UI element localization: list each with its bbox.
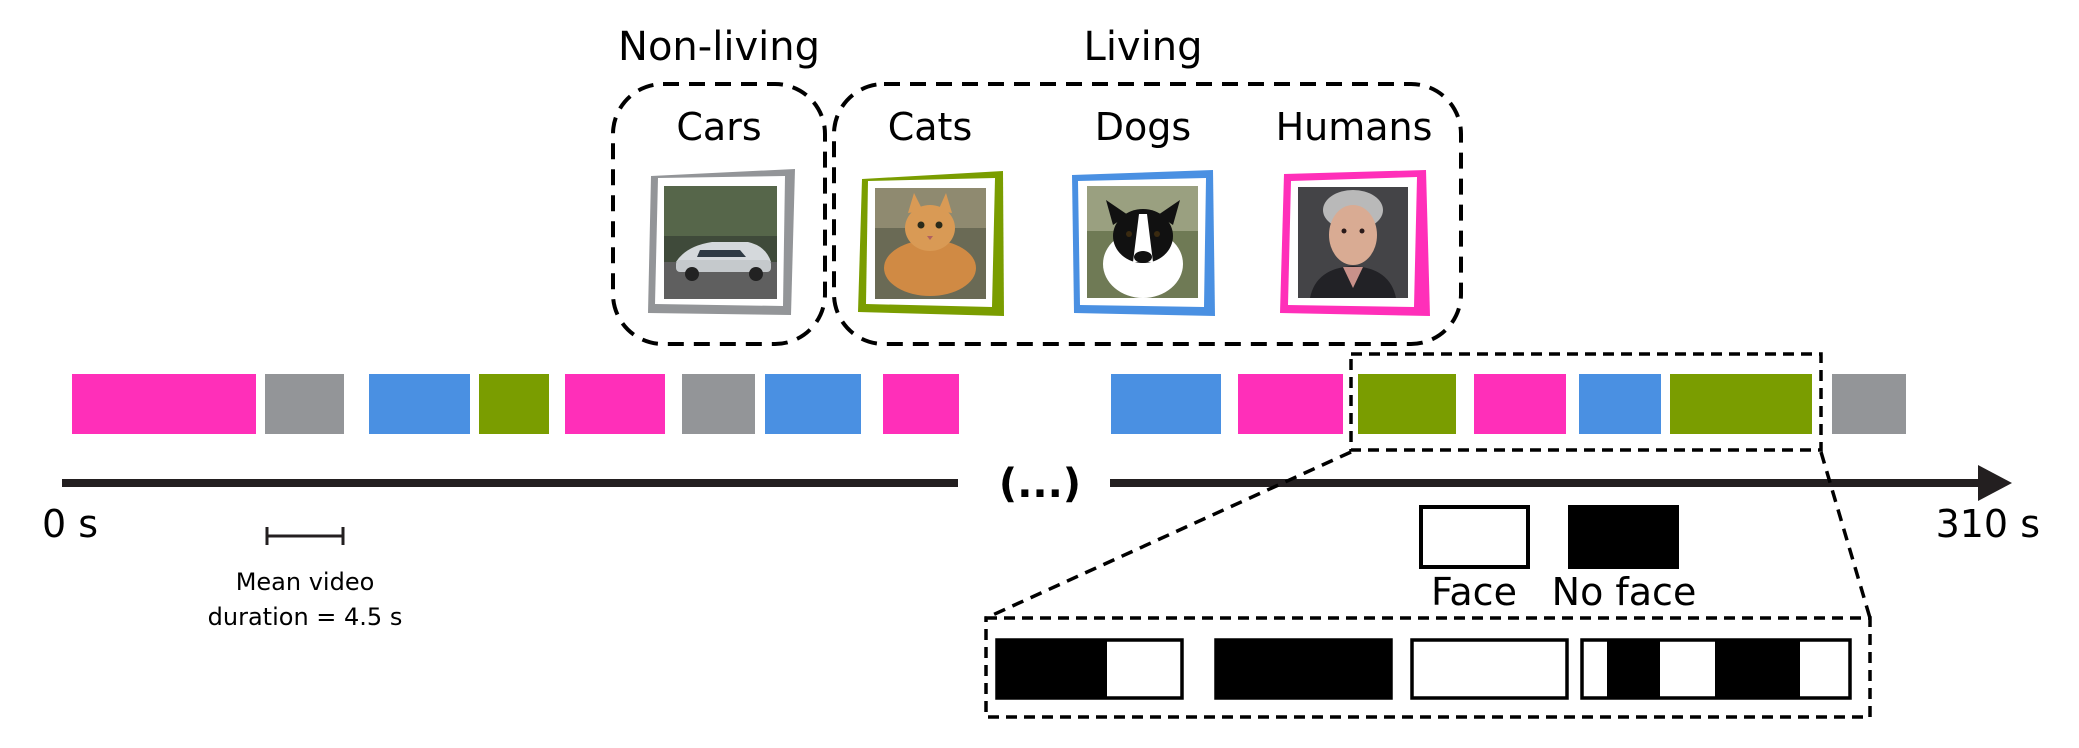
timeline-video-humans [1238,374,1343,434]
face-detail-box [984,616,1872,719]
timeline-video-cars [682,374,755,434]
human-photo [1280,170,1430,316]
duration-scale-bar [265,527,345,545]
legend-no-face-label: No face [1552,570,1697,614]
timeline-video-dogs [765,374,861,434]
dog-photo [1072,170,1215,316]
legend-face-swatch [1419,505,1530,569]
timeline-video-dogs [1111,374,1221,434]
face-clip-1 [995,638,1184,700]
timeline-video-cats [479,374,549,434]
timeline-video-humans [72,374,256,434]
legend-face-label: Face [1431,570,1517,614]
living-label: Living [1084,24,1203,70]
scale-bar-label-line2: duration = 4.5 s [208,603,403,631]
timeline-video-humans [883,374,959,434]
category-label-cats: Cats [888,105,973,149]
timeline-video-cats [1358,374,1456,434]
axis-gap-label: (...) [999,461,1081,507]
non-living-group-box [611,82,827,346]
timeline-video-humans [565,374,665,434]
category-label-dogs: Dogs [1095,105,1191,149]
car-photo [648,169,795,315]
timeline-segment-1 [72,374,959,434]
timeline-video-dogs [1579,374,1661,434]
category-label-cars: Cars [676,105,761,149]
timeline-segment-2 [1111,374,1906,434]
time-axis-arrowhead [1978,465,2012,501]
cat-photo [858,171,1004,316]
non-living-label: Non-living [618,24,820,70]
timeline-video-dogs [369,374,470,434]
scale-bar-label-line1: Mean video [236,568,375,596]
legend-no-face-swatch [1568,505,1679,569]
axis-end-label: 310 s [1936,502,2040,546]
timeline-video-cars [265,374,344,434]
timeline-video-cars [1832,374,1906,434]
zoom-line-left [985,450,1352,620]
face-clip-4 [1580,638,1852,700]
face-clip-3 [1410,638,1569,700]
zoom-selection-box [1349,352,1823,452]
living-group-box [832,82,1463,346]
face-clip-2 [1214,638,1393,700]
timeline-video-humans [1474,374,1566,434]
category-label-humans: Humans [1276,105,1433,149]
timeline-video-cats [1670,374,1812,434]
axis-start-label: 0 s [42,502,98,546]
zoom-line-right [1819,451,1872,619]
